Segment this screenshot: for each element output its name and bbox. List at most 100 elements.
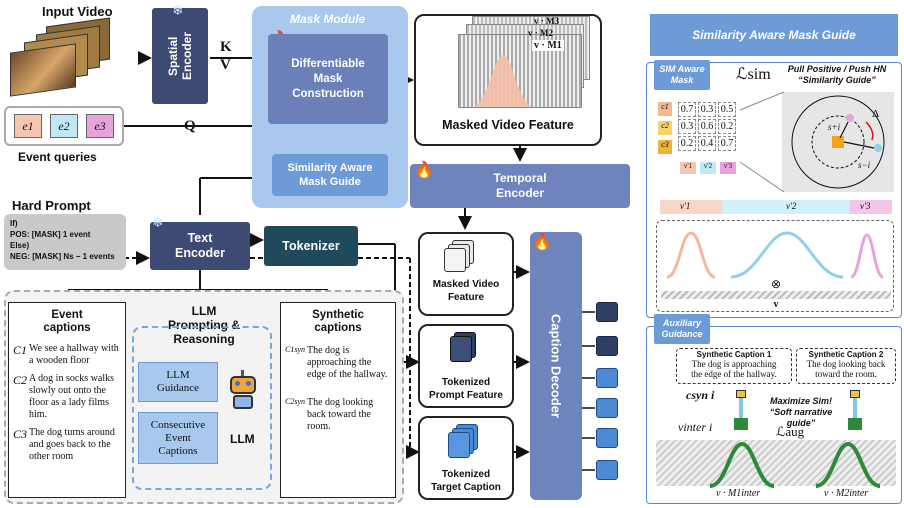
output-token: [596, 460, 618, 480]
hard-prompt-title: Hard Prompt: [12, 198, 91, 213]
mask-label-2: v · M2: [528, 28, 553, 38]
right-panel-title: Similarity Aware Mask Guide: [650, 14, 898, 56]
matrix-cell: 0.5: [718, 102, 736, 117]
llm-prompting-title: LLM Prompting & Reasoning: [168, 304, 240, 346]
event-caption-2: C2 A dog in socks walks slowly out onto …: [13, 373, 114, 420]
sim-panel: [646, 62, 902, 318]
mask-module-title: Mask Module: [290, 12, 366, 26]
delta-label: Δ: [872, 108, 880, 120]
video-node-2: [848, 418, 862, 430]
output-token: [596, 302, 618, 322]
snowflake-icon: ❄: [172, 2, 184, 18]
synthetic-caption-1: C1syn The dog is approaching the edge of…: [285, 345, 388, 380]
matrix-cell: 0.7: [718, 136, 736, 151]
embedding-space: [782, 92, 894, 192]
masks-box: ⊗ v: [656, 220, 894, 312]
video-bar: [661, 291, 891, 299]
s-minus-label: s−i: [858, 160, 871, 170]
event-queries-label: Event queries: [18, 150, 97, 164]
otimes-symbol: ⊗: [770, 277, 782, 291]
event-caption-1: C1 We see a hallway with a wooden floor: [13, 343, 119, 366]
s-plus-label: s+i: [828, 122, 841, 132]
synthetic-captions-box: Synthetic captions C1syn The dog is appr…: [280, 302, 396, 498]
caption-node-1: [736, 390, 746, 398]
query-e3: e3: [86, 114, 114, 138]
mask2-label: v · M2inter: [824, 488, 869, 499]
kv-text: K V: [220, 39, 232, 73]
pull-push-text: Pull Positive / Push HN “Similarity Guid…: [787, 64, 887, 85]
tokenized-prompt-label: Tokenized Prompt Feature: [429, 377, 503, 401]
mask-label-1: v · M1: [532, 40, 564, 51]
row-label-c3: c3: [658, 140, 672, 154]
caption-node-2: [850, 390, 860, 398]
aux-panel: [646, 326, 902, 504]
loss-aug: ℒaug: [776, 424, 805, 439]
v-label: v: [773, 299, 779, 310]
text-encoder: Text Encoder: [150, 222, 250, 270]
synthetic-captions-title: Synthetic captions: [312, 309, 364, 334]
differentiable-mask-construction: Differentiable Mask Construction: [268, 34, 388, 124]
output-token: [596, 428, 618, 448]
event-captions-title: Event captions: [43, 309, 91, 334]
similarity-aware-mask-guide: Similarity Aware Mask Guide: [272, 154, 388, 196]
matrix-cell: 0.2: [718, 119, 736, 134]
matrix-cell: 0.3: [698, 102, 716, 117]
bar-label-v2: v'2: [786, 201, 797, 211]
output-token: [596, 398, 618, 418]
tokenized-target-label: Tokenized Target Caption: [431, 469, 501, 493]
tokenizer: Tokenizer: [264, 226, 358, 266]
synthetic-caption-2-box: Synthetic Caption 2 The dog looking back…: [796, 348, 896, 384]
auxiliary-guidance-tag: Auxiliary Guidance: [654, 314, 710, 344]
matrix-cell: 0.3: [678, 119, 696, 134]
row-label-c1: c1: [658, 102, 672, 116]
col-label-v1: v'1: [680, 162, 696, 174]
mask-label-3: v · M3: [534, 16, 559, 26]
synthetic-caption-2: C2syn The dog looking back toward the ro…: [285, 397, 374, 432]
temporal-encoder: Temporal Encoder: [410, 164, 630, 208]
llm-box: [132, 326, 272, 490]
masked-video-feature-label: Masked Video Feature: [432, 279, 500, 303]
snowflake-icon: ❄: [152, 214, 164, 230]
zoom-lines: [739, 91, 785, 193]
masked-video-feature-title: Masked Video Feature: [442, 118, 574, 132]
col-label-v2: v'2: [700, 162, 716, 174]
query-e1: e1: [14, 114, 42, 138]
tokenized-target-card: Tokenized Target Caption: [418, 416, 514, 500]
input-video-label: Input Video: [42, 4, 113, 19]
bar-label-v3: v'3: [860, 201, 871, 211]
row-label-c2: c2: [658, 121, 672, 135]
caption-decoder: Caption Decoder: [530, 232, 582, 500]
matrix-cell: 0.7: [678, 102, 696, 117]
link-bar-1: [739, 398, 743, 418]
event-caption-3: C3 The dog turns around and goes back to…: [13, 427, 115, 462]
tokenized-prompt-card: Tokenized Prompt Feature: [418, 324, 514, 408]
event-captions-box: Event captions C1 We see a hallway with …: [8, 302, 126, 498]
v-inter-label: vinter i: [678, 420, 713, 434]
link-bar-2: [853, 398, 857, 418]
bar-label-v1: v'1: [680, 201, 691, 211]
consecutive-event-captions: Consecutive Event Captions: [138, 412, 218, 464]
hard-prompt-box: If) POS: [MASK] 1 event Else) NEG: [MASK…: [4, 214, 126, 270]
synthetic-caption-1-box: Synthetic Caption 1 The dog is approachi…: [676, 348, 792, 384]
sim-aware-mask-tag: SIM Aware Mask: [654, 60, 710, 90]
loss-sim: ℒsim: [736, 66, 771, 83]
output-token: [596, 368, 618, 388]
output-token: [596, 336, 618, 356]
col-label-v3: v'3: [720, 162, 736, 174]
maximize-text: Maximize Sim! “Soft narrative guide”: [769, 396, 833, 428]
aux-mask-area: [656, 440, 896, 488]
matrix-cell: 0.4: [698, 136, 716, 151]
robot-icon: [226, 370, 260, 410]
query-e2: e2: [50, 114, 78, 138]
c-syn-label: csyn i: [686, 388, 715, 402]
event-queries-box: e1 e2 e3: [4, 106, 124, 146]
llm-guidance: LLM Guidance: [138, 362, 218, 402]
flame-icon: 🔥: [414, 162, 434, 179]
matrix-cell: 0.6: [698, 119, 716, 134]
matrix-cell: 0.2: [678, 136, 696, 151]
masked-video-feature-small-card: Masked Video Feature: [418, 232, 514, 316]
flame-icon: 🔥: [532, 234, 552, 251]
llm-label: LLM: [230, 432, 255, 446]
segment-bar: [660, 200, 892, 214]
